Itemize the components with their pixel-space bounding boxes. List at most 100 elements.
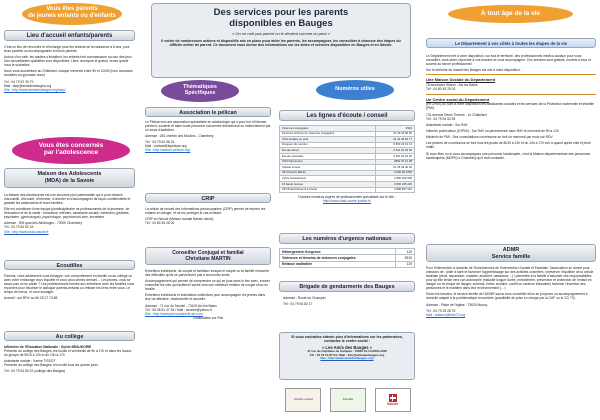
admr-text-2: Selon les besoins, le service famille de… [426,292,588,301]
mda-text-2: Elle est constituée d'une équipe pluridi… [4,207,130,220]
age-banner: À tout âge de la vie [448,5,573,23]
conseiller-address: Adresse : 71 rue du Tanniel - 73100 Aix … [145,303,217,308]
pelican-mail[interactable]: Mail : contact@lepelican.org [145,144,187,149]
gendarmerie-address: Adresse : Route du Champet [283,296,326,300]
conseiller-section: Entretiens individuels, de couple et fam… [145,269,271,320]
themes-badge: Thématiques Spécifiques [161,80,239,102]
savoie-logo-label: Savoie [386,401,399,406]
ecoute-title: Les lignes d'écoute / conseil [279,110,415,121]
conseiller-text-2: Accompagnement qui permet de comprendre … [145,279,270,292]
left-column: Vous êtes parents de jeunes enfants ou d… [0,0,139,420]
admr-mail[interactable]: Mail : relateur@fede73.org [426,312,466,317]
accueil-text-3: Nous vous accueillons au Châtelard, chaq… [4,69,133,78]
ccas-as: Assistante sociale : Sur RdV [426,122,468,127]
contact-address: 47 rue du Capitaine de Campan - 73630 LE… [307,348,387,353]
contact-intro: Si vous souhaitez obtenir plus d'informa… [291,335,403,344]
ados-banner: Vous êtes concernés par l'adolescence [12,137,130,164]
crip-tel: Tél : 04 80 45 25 00 [145,221,175,226]
college-social-hours: Présente au collège des Bauges, les lund… [4,363,99,368]
crip-text: La cellule de recueil des informations p… [145,207,266,216]
maison-title: Une Maison Sociale du Département [426,77,496,83]
accueil-mail[interactable]: Mail : laep@amisdesbauges.org [4,83,52,88]
college-nurse: Infirmière de l'Éducation Nationale : Sy… [4,345,92,349]
mda-title: Maison des Adolescents (MDA) de la Savoi… [4,168,135,188]
gendarmerie-section: Adresse : Route du Champet Tél : 04 79 5… [279,296,415,306]
contact-box: Si vous souhaitez obtenir plus d'informa… [279,332,415,380]
ccas-mdph: Si vous êtes ou si vous accompagnez une … [426,151,591,160]
savoie-logo: Savoie [374,388,411,412]
admr-section: Pour l'intervention à domicile de Techni… [426,266,596,317]
admr-tel: Tél : 04 79 25 28 75 [426,308,456,313]
mda-section: La Maison des Adolescents est une struct… [4,193,135,234]
pelican-site[interactable]: Site : http://www.le-pelican.org/ [145,148,191,153]
admr-address: Adresse : Place de l'église - 73630 Moux… [426,302,488,307]
pelican-text: Le Pélican est une association spécialis… [145,120,271,133]
conseiller-site[interactable]: Site : http://www.parcoursdevie-aix.com [145,311,203,316]
mda-address: Adresse : 905 quai des Allobroges - 7300… [4,221,83,226]
pelican-section: Le Pélican est une association spécialis… [145,120,271,152]
ecoutilles-contact: Accueil : sur RDV au 06 25 27 74 88 [4,296,58,301]
pelican-address: Adresse : 281 chemin des Moulins - Chamb… [145,134,214,139]
ccas-med: Médecin de PMI : Des consultations nourr… [426,135,554,140]
ecoute-site[interactable]: http://www.cdad-savoie.justice.fr/ [322,199,371,204]
logos-row: Centre social Famille Savoie [281,385,415,415]
contact-site[interactable]: Site : http://www.amisdesbauges.org/ [320,356,374,361]
gendarmerie-tel: Tél : 04 79 54 82 17 [283,302,313,307]
accueil-text-2: Autour d'un café, les adultes s'installe… [4,55,133,68]
conseiller-text-1: Entretiens individuels, de couple et fam… [145,269,270,278]
ccas-inf: Infirmier puériculteur (EJPMI) : Sur RdV… [426,129,559,134]
ecoutilles-section: Parents, votre adolescent vous échappe, … [4,274,135,300]
centre-social-logo: Centre social [285,388,322,412]
college-tel: Tél : 04 79 54 83 22 (collège des Bauges… [4,369,66,374]
ecoutilles-title: Ecoutilles [4,260,135,270]
ecoute-footnote: D'autres numéros auprès de professionnel… [298,195,396,200]
middle-column: Des services pour les parents disponible… [141,0,421,420]
departement-section: Le Département met à votre disposition, … [426,54,596,162]
page-title: Des services pour les parents disponible… [213,7,349,29]
row-number: 119 [395,260,415,269]
conseiller-title: Conseiller Conjugal et familial Christia… [145,247,271,265]
accueil-section: C'est un lieu de rencontre et d'échange … [4,45,135,92]
accueil-tel: Tél : 04 79 52 39 79 [4,79,34,84]
admr-title: ADMR Service famille [426,244,596,262]
college-social: Assistante sociale : Karine TISSOT [4,359,56,364]
contact-tel: Tél : 04 79 54 87 64 / Mail : info@amisd… [309,352,385,357]
ccas-tel: Tél : 04 79 54 53 59 [426,116,456,121]
pelican-title: Association le pélican [145,107,271,117]
accueil-title: Lieu d'accueil enfants/parents [4,30,135,41]
ccas-title: Un Centre social du Département [426,96,490,102]
college-section: Infirmière de l'Éducation Nationale : Sy… [4,345,135,373]
mda-tel: Tél : 04 79 60 52 18 [4,225,34,230]
conseiller-text-3: Entretiens individuels et animations col… [145,293,266,302]
departement-title: Le Département à vos côtés à toutes les … [426,38,596,48]
right-column: À tout âge de la vie Le Département à vo… [423,0,600,420]
conseiller-note: Consultation sur Rdv [192,315,224,320]
college-title: Au collège [4,331,135,341]
maison-tel: Tél : 04 80 45 25 00 [426,87,456,92]
row-label: STOP Harcèlement à l'école [279,186,376,194]
mda-text-1: La Maison des Adolescents est une struct… [4,193,131,206]
accueil-site[interactable]: Site : http://www.amisdesbauges.org/laep… [4,87,66,92]
crip-org: CRIP en Savoie (Maison sociale Bassin ai… [145,217,214,222]
departement-text-1: Le Département met à votre disposition, … [426,54,591,67]
mda-site[interactable]: Site : http://www.mda-savoie.fr [4,229,49,234]
accueil-text-1: C'est un lieu de rencontre et d'échange … [4,45,130,54]
gendarmerie-title: Brigade de gendarmerie des Bauges [279,281,415,292]
page-quote: « On ne naît pas parent on le devient co… [232,30,330,36]
admr-text-1: Pour l'intervention à domicile de Techni… [426,266,594,291]
conseiller-tel: Tél : 06 08 81 47 54 / Mail : cmartin@ya… [145,307,212,312]
page-intro: Il existe de nombreuses actions et dispo… [161,38,401,48]
ecoutilles-text: Parents, votre adolescent vous échappe, … [4,274,135,295]
row-number: 0 808 807 010 [374,186,415,194]
famille-logo: Famille [329,388,366,412]
parents-banner: Vous êtes parents de jeunes enfants ou d… [22,3,122,25]
numeros-badge: Numéros utiles [316,80,394,100]
savoie-cross-icon [388,393,397,402]
crip-section: La cellule de recueil des informations p… [145,207,271,225]
urgence-title: Les numéros d'urgence nationaux [279,233,415,244]
